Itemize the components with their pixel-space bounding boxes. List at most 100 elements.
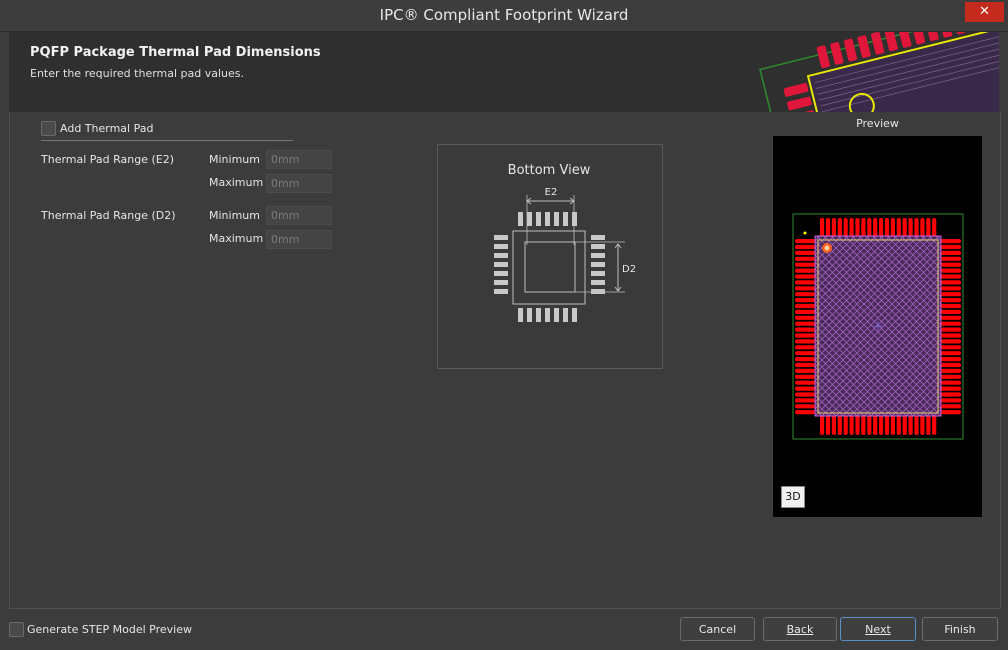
footprint-pad <box>941 298 961 303</box>
footprint-pad <box>941 303 961 309</box>
step-preview-checkbox[interactable] <box>9 622 24 637</box>
footprint-pad <box>855 415 860 435</box>
footprint-pad <box>861 415 866 435</box>
d2-min-label: Minimum <box>209 209 260 222</box>
footprint-pad <box>795 327 815 332</box>
footprint-pad <box>855 218 860 238</box>
footprint-pad <box>908 218 913 238</box>
footprint-pad <box>941 339 961 344</box>
footprint-pad <box>941 262 961 267</box>
footprint-pad <box>896 218 901 238</box>
footprint-pad <box>849 415 854 435</box>
footprint-pad <box>920 218 925 238</box>
footprint-pad <box>941 274 961 279</box>
d2-max-input[interactable]: 0mm <box>266 230 332 249</box>
footprint-pad <box>825 415 831 435</box>
next-button-label: Next <box>865 623 891 636</box>
e2-min-label: Minimum <box>209 153 260 166</box>
footprint-pad <box>890 218 895 238</box>
footprint-pad <box>941 315 961 320</box>
footprint-pad <box>941 309 961 314</box>
footprint-pad <box>890 415 895 435</box>
footprint-pad <box>873 415 878 435</box>
footprint-pad <box>941 239 961 244</box>
footprint-pad <box>795 357 815 362</box>
footprint-pad <box>795 298 815 303</box>
footprint-pad <box>795 333 815 338</box>
footprint-pad <box>795 345 815 350</box>
footprint-pad <box>908 415 913 435</box>
footprint-pad <box>795 321 815 326</box>
footprint-pad <box>879 218 884 238</box>
d2-max-label: Maximum <box>209 232 264 245</box>
footprint-pad <box>795 309 815 314</box>
footprint-pad <box>920 415 925 435</box>
footprint-pad <box>884 218 890 238</box>
footprint-pad <box>941 380 961 385</box>
footprint-pad <box>795 339 815 344</box>
footprint-pad <box>843 218 848 238</box>
footprint-preview[interactable]: 3D <box>773 136 982 517</box>
footprint-pad <box>795 404 815 409</box>
footprint-pad <box>820 415 825 435</box>
footprint-pad <box>795 368 815 373</box>
footprint-pad <box>795 315 815 320</box>
footprint-pad <box>825 218 831 238</box>
footprint-pad <box>884 415 890 435</box>
footprint-pad <box>941 327 961 332</box>
footprint-pad <box>941 357 961 362</box>
next-button[interactable]: Next <box>840 617 916 641</box>
footprint-pad <box>795 292 815 297</box>
e2-min-input[interactable]: 0mm <box>266 150 332 169</box>
footprint-pad <box>795 410 815 415</box>
footprint-pad <box>795 268 815 273</box>
add-thermal-pad-label[interactable]: Add Thermal Pad <box>60 122 154 135</box>
footprint-pad <box>941 398 961 403</box>
footprint-pad <box>902 218 907 238</box>
footprint-pad <box>873 218 878 238</box>
view-3d-button[interactable]: 3D <box>781 486 805 508</box>
title-bar: IPC® Compliant Footprint Wizard ✕ <box>0 0 1008 32</box>
footprint-pad <box>795 256 815 261</box>
close-icon: ✕ <box>979 4 990 19</box>
bottom-view-title: Bottom View <box>508 163 591 178</box>
step-preview-label[interactable]: Generate STEP Model Preview <box>27 623 192 636</box>
footprint-pad <box>941 268 961 273</box>
footprint-pad <box>795 303 815 309</box>
footprint-pad <box>795 351 815 356</box>
footprint-pad <box>795 274 815 279</box>
footprint-pad <box>795 280 815 285</box>
footprint-pad <box>902 415 907 435</box>
close-button[interactable]: ✕ <box>965 2 1004 22</box>
footprint-pad <box>914 415 919 435</box>
footprint-pad <box>795 374 815 379</box>
e2-range-label: Thermal Pad Range (E2) <box>41 153 175 166</box>
footprint-pad <box>795 286 815 291</box>
footprint-pad <box>795 380 815 385</box>
footprint-pad <box>941 244 961 250</box>
footprint-pad <box>795 262 815 267</box>
window-title: IPC® Compliant Footprint Wizard <box>379 6 629 24</box>
section-divider <box>41 140 293 141</box>
footprint-pad <box>941 286 961 291</box>
footprint-pad <box>795 250 815 255</box>
preview-label: Preview <box>856 117 899 130</box>
page-title: PQFP Package Thermal Pad Dimensions <box>30 45 321 60</box>
footprint-pad <box>941 250 961 255</box>
footprint-pad <box>795 398 815 403</box>
d2-min-input[interactable]: 0mm <box>266 206 332 225</box>
footprint-pad <box>932 218 937 238</box>
finish-button[interactable]: Finish <box>922 617 998 641</box>
back-button[interactable]: Back <box>763 617 837 641</box>
footprint-pad <box>849 218 854 238</box>
footprint-pad <box>820 218 825 238</box>
e2-max-label: Maximum <box>209 176 264 189</box>
bottom-view-diagram: Bottom View E2 <box>437 144 663 369</box>
header-footprint-art <box>759 32 999 112</box>
e2-max-input[interactable]: 0mm <box>266 174 332 193</box>
cancel-button[interactable]: Cancel <box>680 617 755 641</box>
footprint-pad <box>831 218 836 238</box>
footprint-pad <box>926 415 931 435</box>
add-thermal-pad-checkbox[interactable] <box>41 121 56 136</box>
footprint-pad <box>941 368 961 373</box>
